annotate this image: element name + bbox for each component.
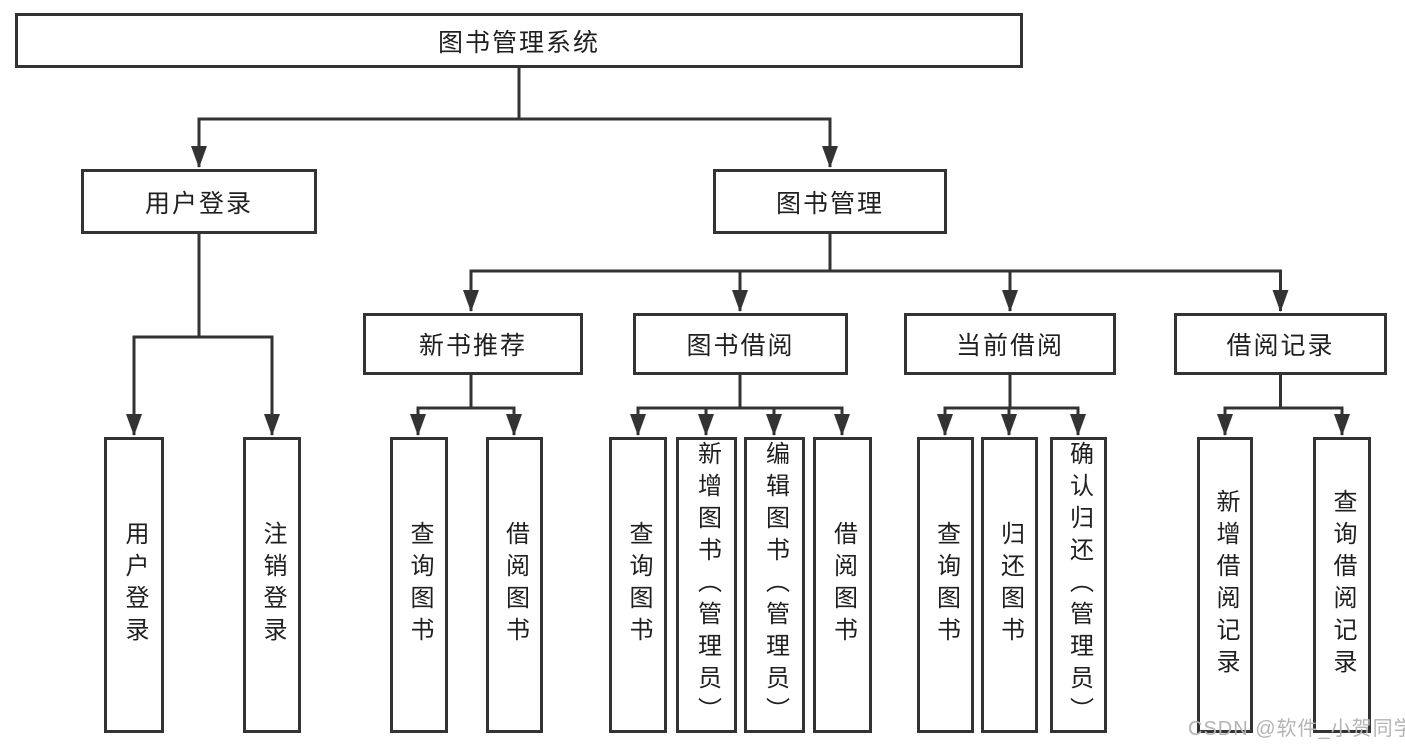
leaf-add-borrow-record: 新增借阅记录 xyxy=(1197,437,1253,733)
leaf-add-book-admin: 新增图书（管理员） xyxy=(676,437,737,733)
node-root: 图书管理系统 xyxy=(15,13,1023,68)
leaf-edit-book-admin: 编辑图书（管理员） xyxy=(744,437,805,733)
node-current-borrowing: 当前借阅 xyxy=(904,313,1116,375)
leaf-query-borrow-record: 查询借阅记录 xyxy=(1313,437,1371,733)
node-book-management: 图书管理 xyxy=(713,169,947,234)
leaf-return-book: 归还图书 xyxy=(981,437,1038,733)
leaf-query-books-borrowing: 查询图书 xyxy=(609,437,667,733)
node-borrowing-records: 借阅记录 xyxy=(1174,313,1387,375)
leaf-borrow-books-recommend: 借阅图书 xyxy=(486,437,543,733)
leaf-confirm-return-admin: 确认归还（管理员） xyxy=(1050,437,1107,733)
node-new-book-recommendation: 新书推荐 xyxy=(363,313,583,375)
leaf-borrow-books-borrowing: 借阅图书 xyxy=(813,437,872,733)
leaf-query-books-recommend: 查询图书 xyxy=(390,437,448,733)
watermark: CSDN @软件_小贺同学 xyxy=(1188,718,1405,740)
leaf-query-books-current: 查询图书 xyxy=(917,437,974,733)
node-book-borrowing: 图书借阅 xyxy=(633,313,848,375)
node-user-login: 用户登录 xyxy=(81,169,317,234)
leaf-user-login: 用户登录 xyxy=(104,437,164,733)
leaf-logout: 注销登录 xyxy=(243,437,301,733)
